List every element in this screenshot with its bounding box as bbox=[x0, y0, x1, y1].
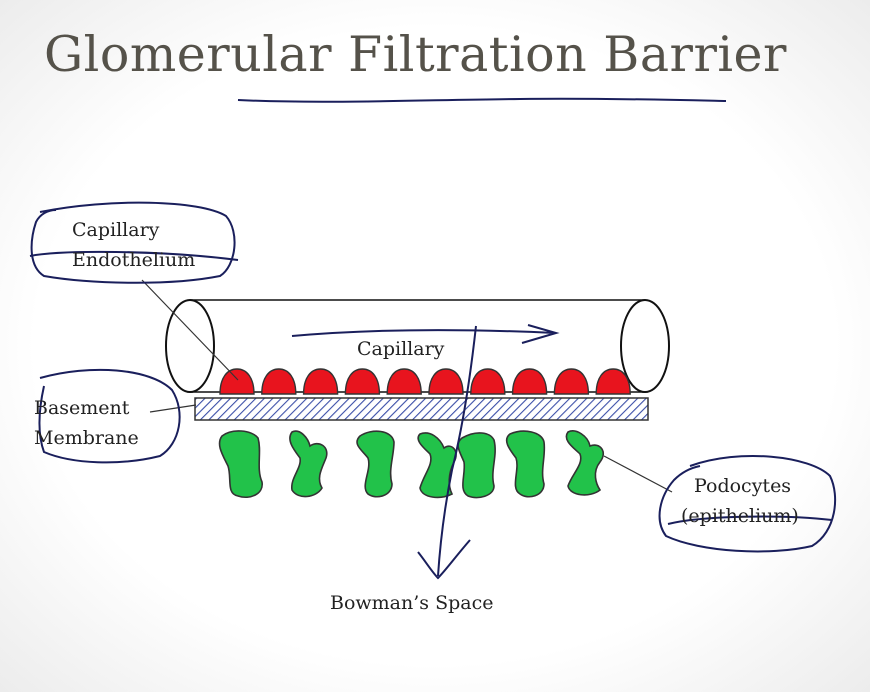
podocytes bbox=[218, 430, 605, 499]
blood-flow-arrow bbox=[291, 324, 560, 344]
endothelium-ink-underline bbox=[29, 250, 239, 261]
podocyte bbox=[356, 430, 395, 498]
capillary-endothelium-label-line1: Capillary bbox=[72, 219, 160, 241]
endothelial-cell bbox=[511, 368, 548, 395]
endothelial-cell bbox=[302, 368, 339, 395]
endothelial-cell bbox=[595, 368, 631, 395]
endothelial-cell bbox=[261, 368, 297, 395]
endothelial-cell bbox=[553, 368, 590, 395]
podocytes-leader-line bbox=[603, 455, 673, 493]
podocyte bbox=[565, 430, 605, 496]
endothelial-cell bbox=[470, 368, 506, 395]
endothelium-leader-line bbox=[141, 279, 239, 381]
filtration-arrow bbox=[417, 325, 477, 580]
endothelium-ink-circle bbox=[30, 201, 236, 284]
podocyte bbox=[457, 432, 496, 499]
title-underline-ink bbox=[237, 97, 727, 103]
bowmans-space-label: Bowman’s Space bbox=[330, 592, 494, 614]
capillary-left-opening bbox=[165, 299, 215, 393]
basement-membrane-label-line2: Membrane bbox=[34, 427, 139, 449]
endothelial-cell bbox=[428, 368, 464, 395]
endothelial-cell bbox=[344, 368, 381, 395]
endothelial-cell bbox=[386, 368, 422, 395]
slide-title: Glomerular Filtration Barrier bbox=[44, 26, 787, 83]
basement-membrane-ink-circle bbox=[38, 368, 181, 464]
capillary-endothelium-label-line2: Endothelium bbox=[72, 249, 196, 271]
podocytes-label-line1: Podocytes bbox=[694, 475, 792, 497]
podocyte bbox=[289, 430, 328, 498]
basement-membrane bbox=[194, 397, 649, 421]
podocyte bbox=[417, 432, 457, 499]
podocytes-ink-underline bbox=[667, 515, 833, 525]
basement-membrane-leader-line bbox=[149, 404, 197, 413]
basement-membrane-label-line1: Basement bbox=[34, 397, 130, 419]
capillary-label: Capillary bbox=[357, 338, 445, 360]
podocyte bbox=[505, 430, 546, 498]
podocytes-label-line2: (epithelium) bbox=[681, 505, 799, 527]
podocyte bbox=[218, 430, 263, 498]
capillary-right-opening bbox=[620, 299, 670, 393]
podocytes-ink-circle bbox=[658, 454, 837, 553]
endothelial-cells bbox=[219, 368, 631, 395]
endothelial-cell bbox=[219, 368, 255, 395]
